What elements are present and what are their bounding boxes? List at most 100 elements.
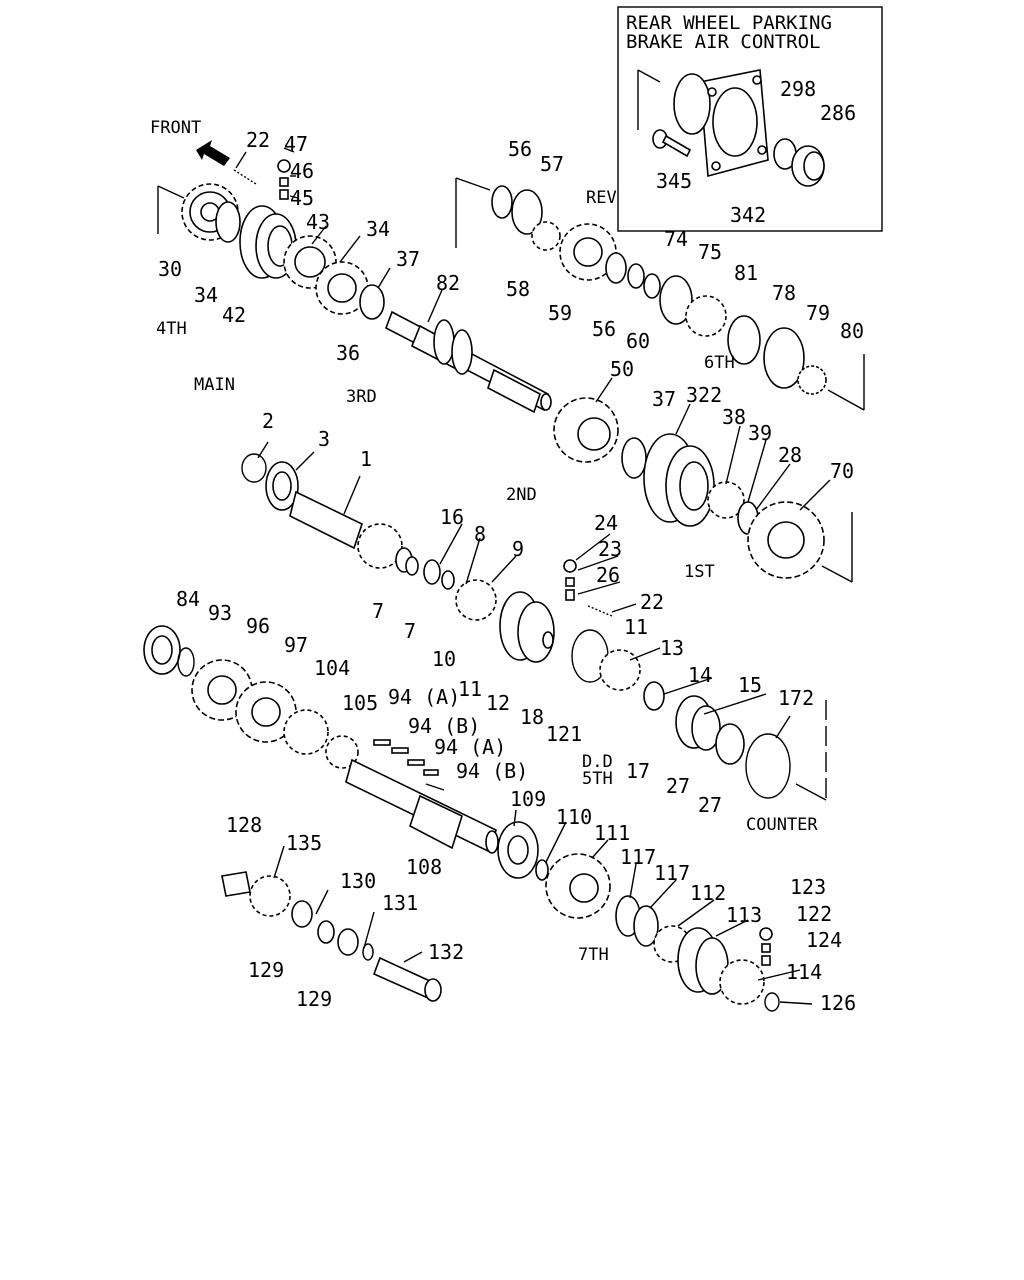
part-callout: 135 <box>286 831 322 855</box>
part-callout: 342 <box>730 203 766 227</box>
hub-75 <box>659 275 693 325</box>
part-callout: 129 <box>296 987 332 1011</box>
ring-172 <box>745 733 791 799</box>
part-callout: 46 <box>290 159 314 183</box>
snap-ring-2 <box>241 453 267 483</box>
part-callout: 121 <box>546 722 582 746</box>
part-callout: 108 <box>406 855 442 879</box>
input-shaft-assembly <box>241 453 827 801</box>
key-94b-1 <box>391 747 409 754</box>
section-labels: FRONT MAIN COUNTER 4TH 3RD 2ND 1ST REV 6… <box>150 118 818 965</box>
label-front: FRONT <box>150 118 201 138</box>
part-callout: 13 <box>660 636 684 660</box>
key-94a-2 <box>407 759 425 766</box>
nut-80 <box>797 365 827 395</box>
sleeve-12 <box>499 591 555 663</box>
gear-59 <box>559 223 617 281</box>
part-callout: 113 <box>726 903 762 927</box>
part-callout: 34 <box>194 283 218 307</box>
label-counter: COUNTER <box>746 815 818 835</box>
label-1st: 1ST <box>684 562 715 582</box>
bolt-stack-23-26 <box>563 559 613 617</box>
part-callout: 114 <box>786 960 822 984</box>
part-callout: 104 <box>314 656 350 680</box>
part-callout: 45 <box>290 186 314 210</box>
bearing-56-b <box>605 252 627 284</box>
label-4th: 4TH <box>156 319 187 339</box>
part-callout: 84 <box>176 587 200 611</box>
sleeve-78 <box>727 315 761 365</box>
counter-shaft-108 <box>345 758 499 854</box>
part-callout: 8 <box>474 522 486 546</box>
ring-126 <box>764 992 780 1012</box>
bolt-stack-45-47 <box>233 159 291 200</box>
part-callout: 27 <box>666 774 690 798</box>
part-callout: 11 <box>624 615 648 639</box>
input-shaft-1 <box>289 490 413 573</box>
bearing-14 <box>643 681 665 711</box>
part-callout: 109 <box>510 787 546 811</box>
part-callout: 57 <box>540 152 564 176</box>
part-callout: 128 <box>226 813 262 837</box>
label-7th: 7TH <box>578 945 609 965</box>
bearing-3 <box>265 461 299 511</box>
part-callout: 80 <box>840 319 864 343</box>
part-callout: 130 <box>340 869 376 893</box>
part-callout: 126 <box>820 991 856 1015</box>
part-callout: 24 <box>594 511 618 535</box>
part-callout: 94 (A) <box>388 685 460 709</box>
part-callout: 78 <box>772 281 796 305</box>
part-callout: 37 <box>396 247 420 271</box>
part-callout: 3 <box>318 427 330 451</box>
part-callout: 11 <box>458 677 482 701</box>
bearing-129-a <box>291 900 313 928</box>
part-callout: 47 <box>284 132 308 156</box>
label-3rd: 3RD <box>346 387 377 407</box>
part-callout: 26 <box>596 563 620 587</box>
label-6th: 6TH <box>704 353 735 373</box>
bearing-56-a <box>491 185 513 219</box>
part-callout: 74 <box>664 227 688 251</box>
bearing-84 <box>143 625 181 675</box>
part-callout: 110 <box>556 805 592 829</box>
front-arrow-icon <box>196 140 230 166</box>
part-callout: 30 <box>158 257 182 281</box>
ring-7-b <box>441 570 455 590</box>
part-callout: 17 <box>626 759 650 783</box>
part-callout: 1 <box>360 447 372 471</box>
part-callout: 97 <box>284 633 308 657</box>
part-callout: 117 <box>654 861 690 885</box>
reverse-idler-assembly <box>221 871 442 1002</box>
part-callout: 94 (B) <box>408 714 480 738</box>
bolt-345-shank <box>661 134 692 158</box>
part-callout: 59 <box>548 301 572 325</box>
ring-130 <box>317 920 335 944</box>
part-callout: 172 <box>778 686 814 710</box>
bearing-129-b <box>337 928 359 956</box>
bearing-109 <box>497 821 539 879</box>
part-callout: 16 <box>440 505 464 529</box>
part-callout: 124 <box>806 928 842 952</box>
part-callout: 298 <box>780 77 816 101</box>
main-shaft-82 <box>385 310 552 414</box>
gear-58 <box>531 221 561 251</box>
part-callout: 42 <box>222 303 246 327</box>
part-callout: 23 <box>598 537 622 561</box>
part-callout: 2 <box>262 409 274 433</box>
gear-97 <box>235 681 297 743</box>
part-callout: 96 <box>246 614 270 638</box>
label-5th: 5TH <box>582 769 613 789</box>
part-callout: 123 <box>790 875 826 899</box>
key-94b-2 <box>423 769 439 776</box>
part-callout: 94 (A) <box>434 735 506 759</box>
part-callout: 7 <box>372 599 384 623</box>
part-callout: 105 <box>342 691 378 715</box>
gear-104 <box>283 709 329 755</box>
part-callout: 36 <box>336 341 360 365</box>
sleeve-113 <box>677 927 729 995</box>
part-callout: 22 <box>640 590 664 614</box>
flange-bore <box>712 87 758 157</box>
part-callout: 58 <box>506 277 530 301</box>
inset-title-line1: REAR WHEEL PARKING <box>626 12 832 34</box>
